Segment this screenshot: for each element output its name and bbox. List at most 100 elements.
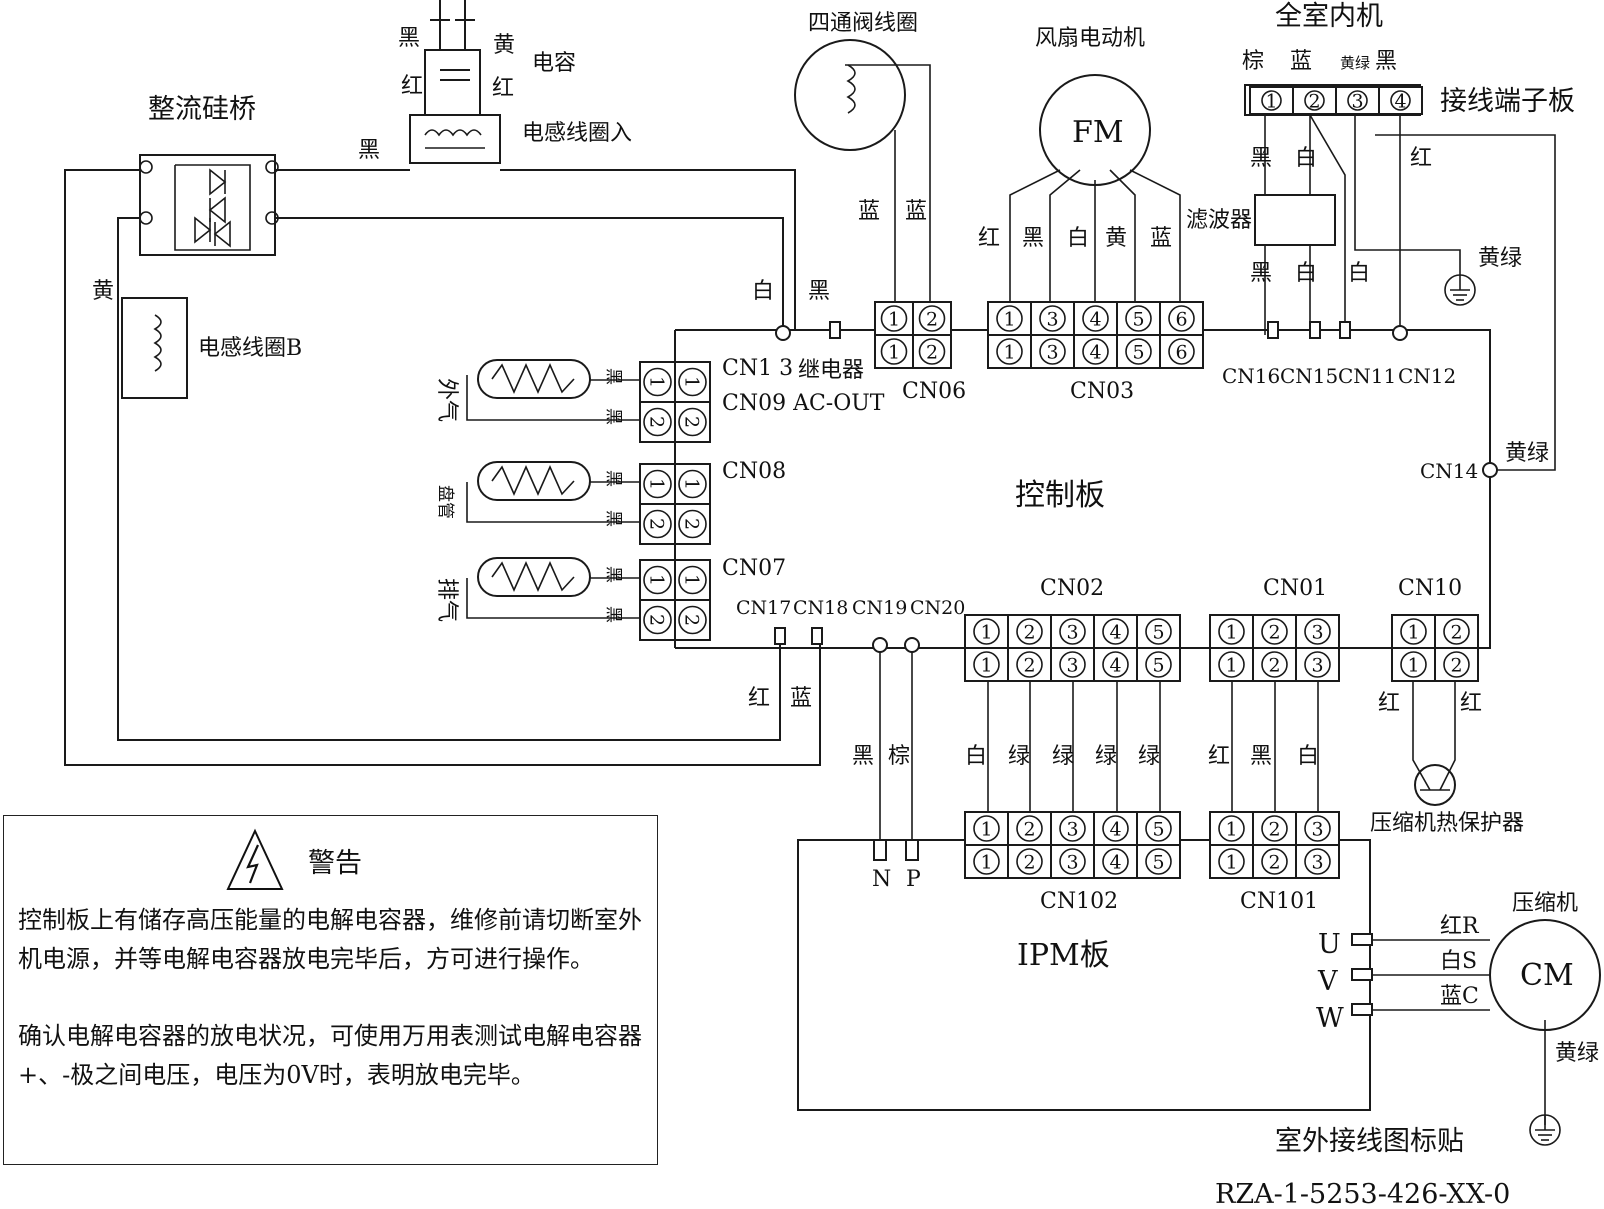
sensor1-b-pin-2-number: 2 xyxy=(681,416,703,428)
ground-icon xyxy=(1444,274,1476,306)
cn10-r1-pin-1-ring xyxy=(1400,618,1427,645)
cn01-r1-pin-3-ring xyxy=(1304,618,1331,645)
cn02-r1-pin-3-number: 3 xyxy=(1066,622,1078,644)
cn06-r1-pin-2-number: 2 xyxy=(926,309,938,331)
cn102-r1-pin-1-ring xyxy=(973,815,1000,842)
terminal-r1-pin-1-number: 1 xyxy=(1265,91,1277,113)
cm-label: CM xyxy=(1520,958,1574,993)
sensor2-a-pin-1-number: 1 xyxy=(646,478,668,490)
cn01-r2-pin-2-ring xyxy=(1261,651,1288,678)
cap-red-label-1: 红 xyxy=(401,74,423,99)
cn06-label: CN06 xyxy=(902,379,966,404)
sensor3-b-pin-2-ring xyxy=(678,605,707,635)
cn101-r2-pin-2-cell xyxy=(1252,844,1297,879)
capacitor-label: 电容 xyxy=(532,51,576,76)
cn06-r1-pin-1-ring xyxy=(880,305,908,332)
wire-red-label: 红 xyxy=(748,686,770,711)
cn13-label: CN1 3 xyxy=(722,356,793,381)
indoor-unit-label: 全室内机 xyxy=(1275,1,1383,32)
warning-box: 警告 控制板上有储存高压能量的电解电容器，维修前请切断室外机电源，并等电解电容器… xyxy=(3,815,658,1165)
cn102-r1-pin-3-cell xyxy=(1050,811,1095,846)
cn03-r2-pin-3-ring xyxy=(1039,338,1066,365)
cn02-r1-pin-2-cell xyxy=(1007,614,1052,649)
sensor-exhaust-label: 排气 xyxy=(434,578,459,622)
sensor1-b-pin-1-number: 1 xyxy=(681,376,703,388)
cn06-r2-pin-2-ring xyxy=(918,338,946,365)
cn10-r1-pin-1-number: 1 xyxy=(1407,622,1419,644)
cn02-r2-pin-5-cell xyxy=(1136,647,1181,682)
inductor-b-label: 电感线圈B xyxy=(198,336,302,361)
cn01-r2-pin-3-number: 3 xyxy=(1311,655,1323,677)
sensor2-b-pin-1-number: 1 xyxy=(681,478,703,490)
cn02-r2-pin-5-ring xyxy=(1145,651,1172,678)
yellow-green-label-1: 黄绿 xyxy=(1478,246,1522,271)
cn02-r1-pin-1-number: 1 xyxy=(980,622,992,644)
cn10-r2-pin-1-number: 1 xyxy=(1407,655,1419,677)
four-way-valve-coil xyxy=(794,39,906,151)
cn101-r1-pin-3-cell xyxy=(1295,811,1340,846)
cn03-r2-pin-3-cell xyxy=(1030,334,1075,369)
warning-title: 警告 xyxy=(308,847,362,879)
cn102-r2-pin-5-cell xyxy=(1136,844,1181,879)
w-label: W xyxy=(1316,1003,1344,1034)
terminal-v xyxy=(1351,968,1373,981)
yellow-green-label-3: 黄绿 xyxy=(1555,1041,1599,1066)
ipm-label: IPM板 xyxy=(1017,938,1110,973)
drawing-code: RZA-1-5253-426-XX-0 xyxy=(1215,1179,1510,1209)
cn02-r1-pin-4-ring xyxy=(1102,618,1129,645)
cn02-r2-pin-3-ring xyxy=(1059,651,1086,678)
cn102-label: CN102 xyxy=(1040,889,1118,914)
cn01-r2-pin-1-cell xyxy=(1209,647,1254,682)
cn02-r2-pin-2-ring xyxy=(1016,651,1043,678)
cn03-r1-pin-1-number: 1 xyxy=(1003,309,1015,331)
cap-red-label-2: 红 xyxy=(492,76,514,101)
cn10-r2-pin-2-ring xyxy=(1443,651,1470,678)
filter-label: 滤波器 xyxy=(1186,208,1252,233)
compressor-motor xyxy=(1489,919,1601,1031)
fm-yellow-label: 黄 xyxy=(1105,226,1127,251)
cn02-r1-pin-4-cell xyxy=(1093,614,1138,649)
p-label: P xyxy=(906,867,921,892)
cn01-r1-pin-1-ring xyxy=(1218,618,1245,645)
sensor1-a-pin-1-ring xyxy=(643,367,672,397)
cn102-r1-pin-2-number: 2 xyxy=(1023,819,1035,841)
red-r-label: 红R xyxy=(1440,914,1480,939)
cn18-label: CN18 xyxy=(793,597,848,619)
thermal-protector xyxy=(1414,764,1456,806)
cn101-r1-pin-3-ring xyxy=(1304,815,1331,842)
warning-paragraph-1: 控制板上有储存高压能量的电解电容器，维修前请切断室外机电源，并等电解电容器放电完… xyxy=(18,906,642,973)
compressor-label: 压缩机 xyxy=(1512,891,1578,916)
sensor3-a-pin-2-number: 2 xyxy=(646,614,668,626)
term-blue-label: 蓝 xyxy=(1290,49,1312,74)
cn03-r1-pin-4-ring xyxy=(1082,305,1109,332)
cn102-r1-pin-3-number: 3 xyxy=(1066,819,1078,841)
valve-blue-label-2: 蓝 xyxy=(905,199,927,224)
cn102-r1-pin-2-ring xyxy=(1016,815,1043,842)
sensor2-a-pin-2-number: 2 xyxy=(646,518,668,530)
cn02-r2-pin-2-cell xyxy=(1007,647,1052,682)
cn02-r2-pin-5-number: 5 xyxy=(1152,655,1164,677)
fm-blue-label: 蓝 xyxy=(1150,226,1172,251)
cn10-red-label-2: 红 xyxy=(1460,691,1482,716)
sensor-coil xyxy=(477,461,591,501)
cn02-wire-label-2: 绿 xyxy=(1008,744,1030,769)
f-white-label-2: 白 xyxy=(1295,261,1317,286)
high-voltage-warning-icon xyxy=(226,828,284,890)
cn10-r2-pin-2-cell xyxy=(1434,647,1479,682)
cn01-r1-pin-2-ring xyxy=(1261,618,1288,645)
cn102-r1-pin-5-ring xyxy=(1145,815,1172,842)
cn101-r2-pin-3-cell xyxy=(1295,844,1340,879)
cn102-r1-pin-3-ring xyxy=(1059,815,1086,842)
cn03-r1-pin-3-number: 3 xyxy=(1046,309,1058,331)
cn01-r2-pin-1-ring xyxy=(1218,651,1245,678)
sensor1-a-pin-1-number: 1 xyxy=(646,376,668,388)
sensor1-a-pin-2-number: 2 xyxy=(646,416,668,428)
cn03-r2-pin-1-number: 1 xyxy=(1003,342,1015,364)
cn09-label: CN09 AC-OUT xyxy=(722,391,885,416)
cn03-r1-pin-6-ring xyxy=(1168,305,1195,332)
cn02-r2-pin-4-ring xyxy=(1102,651,1129,678)
